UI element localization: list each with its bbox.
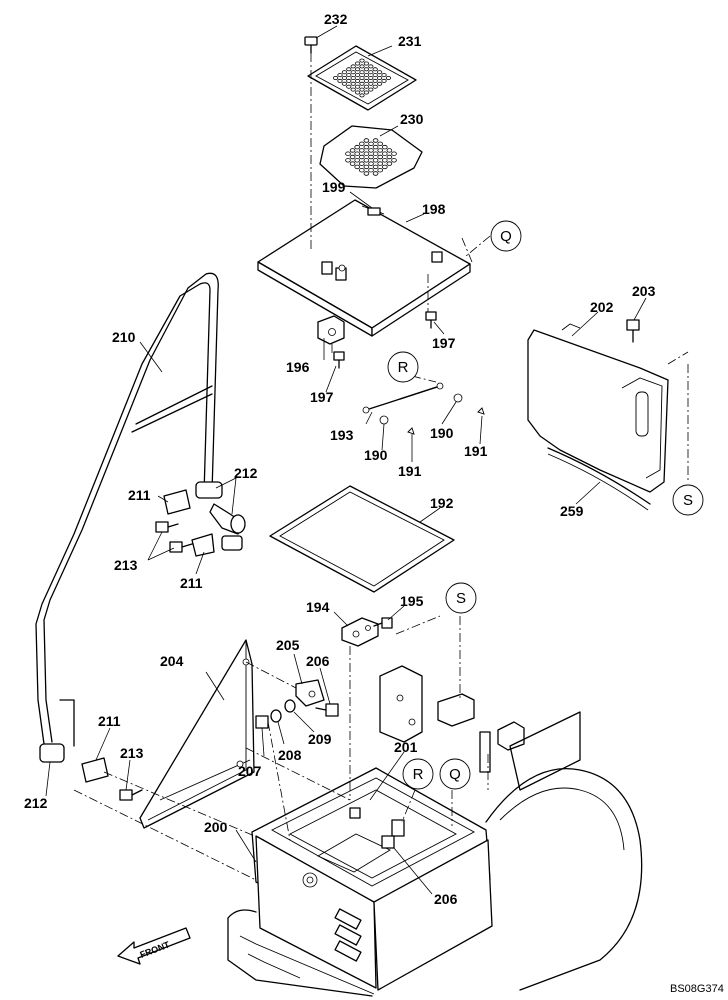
callout-205: 205 xyxy=(276,637,300,653)
svg-text:R: R xyxy=(413,766,424,783)
callout-213b: 213 xyxy=(120,745,144,761)
svg-text:Q: Q xyxy=(449,766,461,783)
part-204-side-panel xyxy=(139,639,255,829)
part-194-latch xyxy=(341,617,379,647)
callout-196: 196 xyxy=(286,359,310,375)
callout-190a: 190 xyxy=(364,447,388,463)
part-201-bracket xyxy=(379,665,525,773)
part-197-bolts xyxy=(333,311,437,369)
callout-208: 208 xyxy=(278,747,302,763)
callout-231: 231 xyxy=(398,33,422,49)
part-196-hinge-bracket xyxy=(317,315,345,345)
ref-r-top: R xyxy=(387,351,419,383)
front-direction-arrow: FRONT xyxy=(117,927,191,965)
part-210-handrail xyxy=(35,272,219,747)
part-190-191-washers-pins xyxy=(379,393,485,435)
callout-197a: 197 xyxy=(432,335,456,351)
callout-206b: 206 xyxy=(434,891,458,907)
leader-lines xyxy=(45,25,647,895)
callout-211b: 211 xyxy=(180,575,203,591)
callout-190b: 190 xyxy=(430,425,454,441)
part-198-toolbox-lid xyxy=(257,199,471,337)
part-230-perforated-mat xyxy=(319,125,423,189)
callout-259: 259 xyxy=(560,503,584,519)
ref-q-bottom: Q xyxy=(439,758,471,790)
part-208-washer xyxy=(270,709,282,723)
callout-211c: 211 xyxy=(98,713,121,729)
callout-211a: 211 xyxy=(128,487,151,503)
ref-s-right: S xyxy=(672,484,704,516)
callout-195: 195 xyxy=(400,593,424,609)
machine-frame xyxy=(227,711,643,997)
callout-191b: 191 xyxy=(464,443,488,459)
part-231-perforated-plate xyxy=(307,45,417,111)
diagram-code: BS08G374 xyxy=(670,983,724,995)
ref-q-top: Q xyxy=(490,220,522,252)
callout-197b: 197 xyxy=(310,389,334,405)
part-206-bolt-lower xyxy=(381,835,395,849)
part-212-bushings xyxy=(39,481,246,763)
part-207-bolt xyxy=(255,715,269,729)
part-205-bracket xyxy=(295,679,325,707)
part-192-seal-frame xyxy=(269,485,455,593)
callout-212b: 212 xyxy=(24,795,48,811)
ref-r-bottom: R xyxy=(402,758,434,790)
part-195-bolt xyxy=(373,617,393,629)
part-203-screw xyxy=(626,319,640,343)
part-211-clamps xyxy=(81,489,215,783)
callout-212a: 212 xyxy=(234,465,258,481)
callout-193: 193 xyxy=(330,427,354,443)
svg-text:S: S xyxy=(456,590,466,607)
callout-199: 199 xyxy=(322,179,346,195)
callout-213a: 213 xyxy=(114,557,138,573)
callout-198: 198 xyxy=(422,201,446,217)
ref-s-mid: S xyxy=(445,582,477,614)
callout-232: 232 xyxy=(324,11,348,27)
svg-text:Q: Q xyxy=(500,228,512,245)
part-259-seal-strip xyxy=(547,447,651,511)
callout-192: 192 xyxy=(430,495,454,511)
callout-200: 200 xyxy=(204,819,228,835)
callout-203: 203 xyxy=(632,283,656,299)
callout-191a: 191 xyxy=(398,463,422,479)
callout-194: 194 xyxy=(306,599,330,615)
part-193-gas-spring xyxy=(362,382,444,414)
part-200-toolbox-body xyxy=(251,767,493,991)
callout-230: 230 xyxy=(400,111,424,127)
callout-209: 209 xyxy=(308,731,332,747)
part-213-bolts xyxy=(119,521,193,801)
callout-207: 207 xyxy=(238,763,262,779)
part-209-washer xyxy=(284,699,296,713)
callout-201: 201 xyxy=(394,739,418,755)
part-206-bolt-upper xyxy=(315,703,339,717)
callout-202: 202 xyxy=(590,299,614,315)
callout-204: 204 xyxy=(160,653,184,669)
svg-text:R: R xyxy=(398,359,409,376)
callout-210: 210 xyxy=(112,329,136,345)
part-232-bolt xyxy=(304,36,318,54)
alignment-lines xyxy=(73,53,689,881)
part-202-side-cover xyxy=(527,323,669,493)
callout-206a: 206 xyxy=(306,653,330,669)
callout-labels: 232 231 230 199 198 197 196 197 193 190 … xyxy=(24,11,656,907)
svg-text:S: S xyxy=(683,492,693,509)
